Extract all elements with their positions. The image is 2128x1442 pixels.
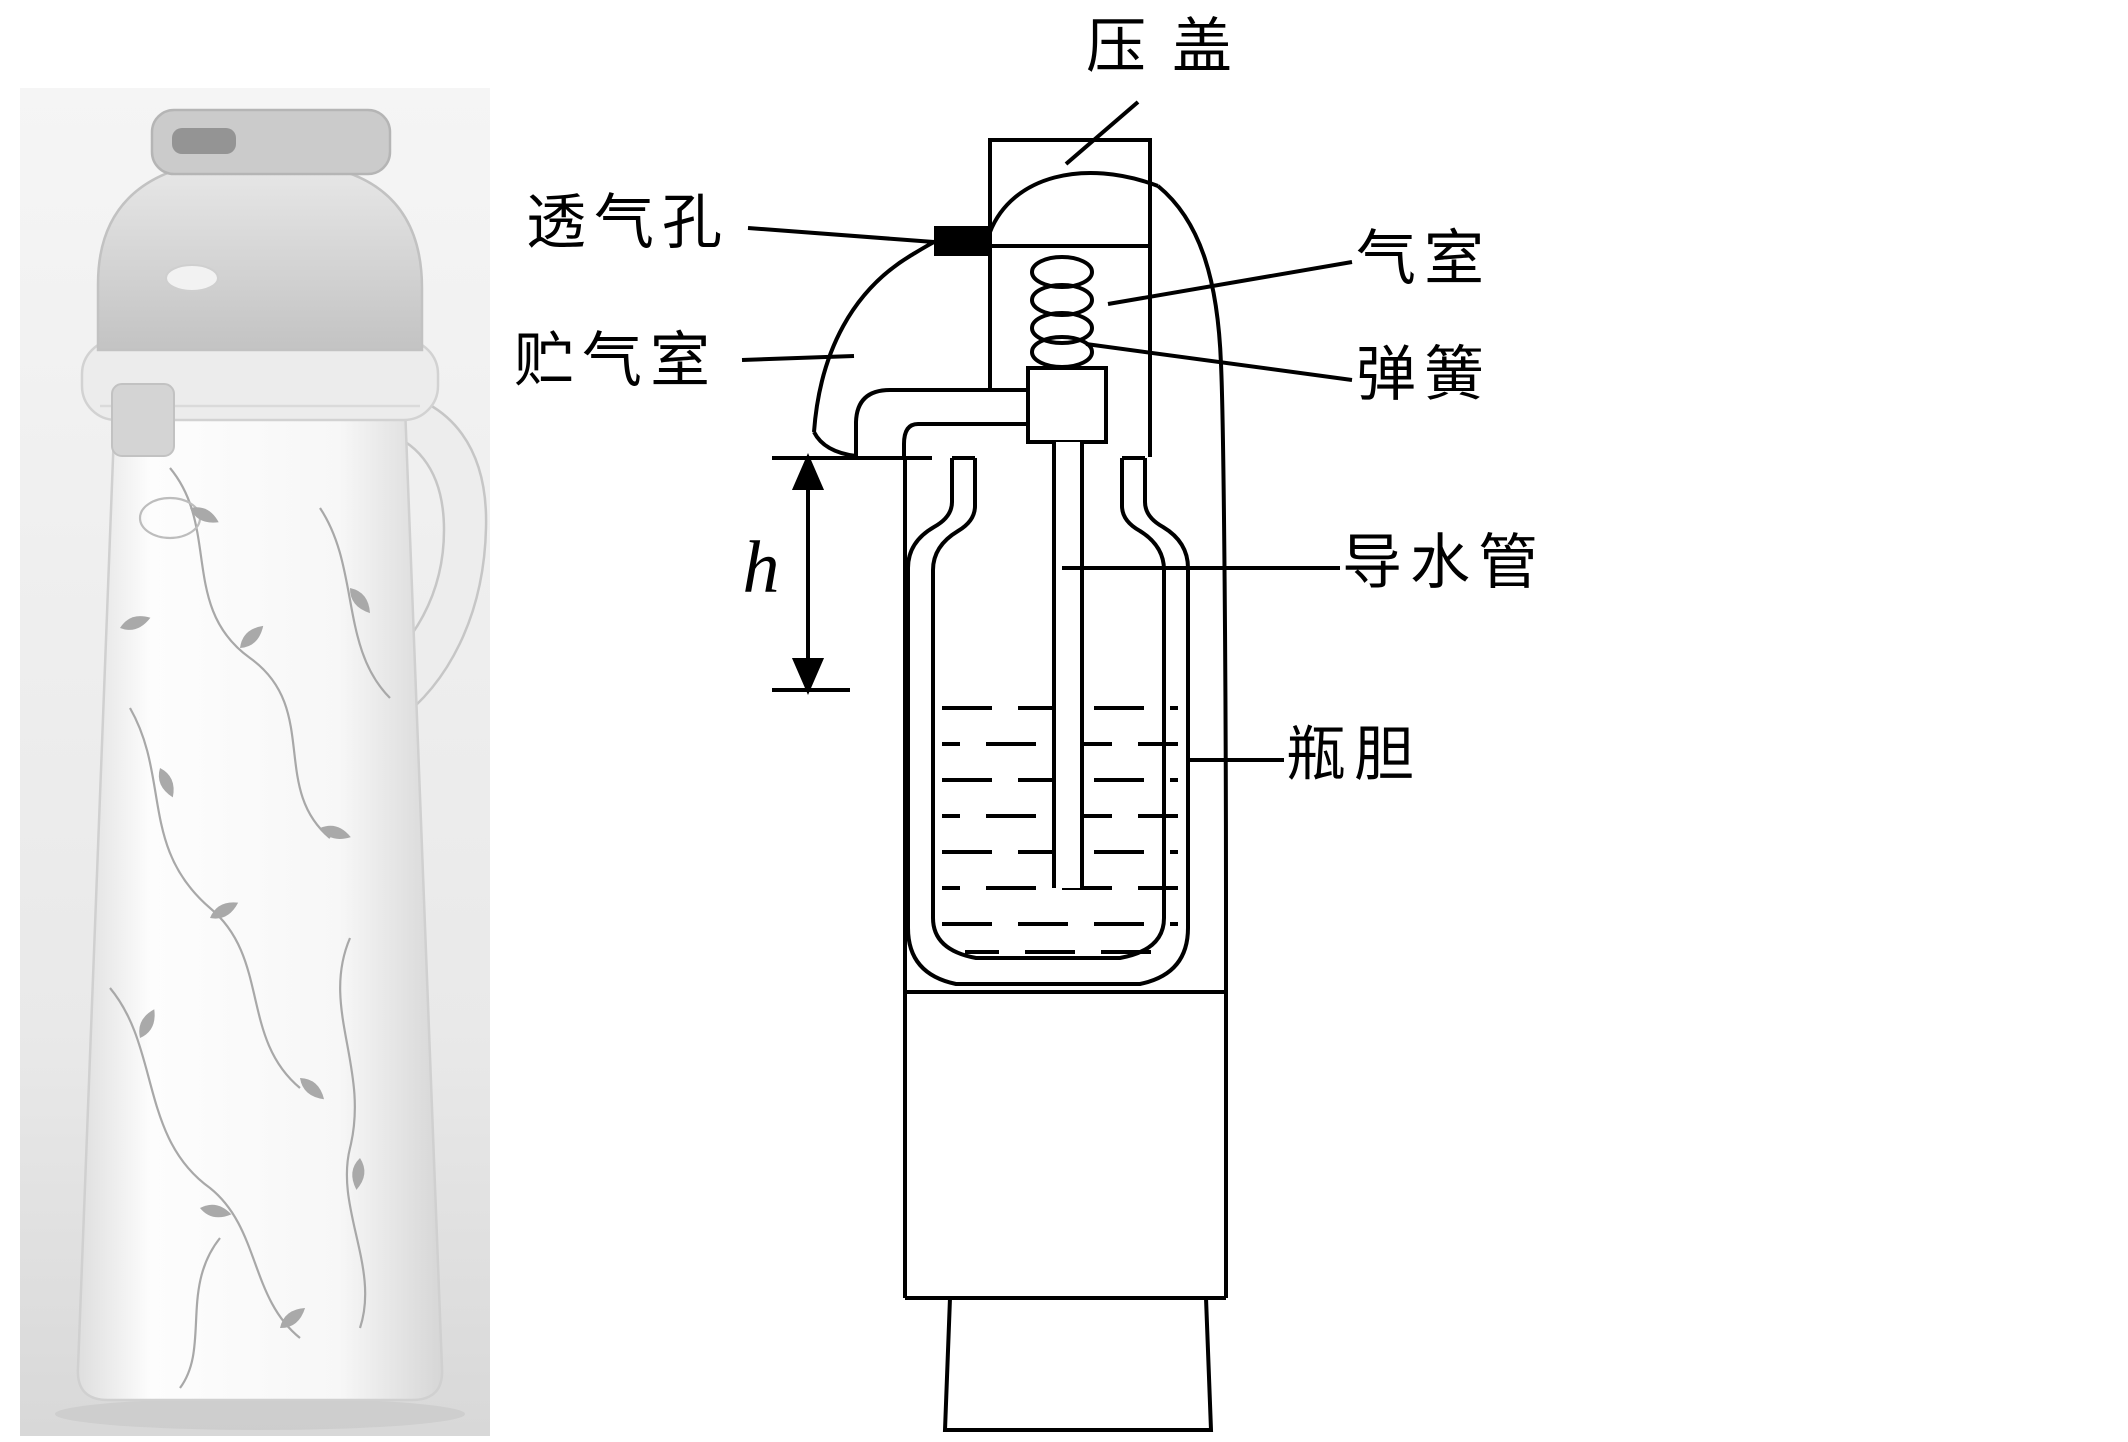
diagram-linework [741,100,1353,1432]
label-air-vent: 透气孔 [526,190,730,256]
h-dimension-arrow [772,452,932,696]
label-spring: 弹簧 [1356,342,1492,408]
thermos-photo-art [20,88,490,1436]
leader-spring [1085,342,1353,382]
thermos-body [76,404,444,1402]
leader-press-cap [1064,100,1140,166]
spout-cover [111,383,175,457]
stopper-box [1026,366,1108,444]
spring-coil [1030,255,1094,369]
label-flask-liner: 瓶胆 [1286,722,1422,788]
leader-air-chamber [1107,260,1353,306]
water-tube [1052,442,1084,888]
leader-air-storage [741,354,855,362]
thermos-photo [20,88,490,1436]
floor-shadow [55,1398,465,1430]
spout-pipe [812,388,1028,458]
label-water-pipe: 导水管 [1342,530,1546,596]
leader-air-vent [747,226,935,244]
floral-pattern [109,467,391,1389]
leader-lines [741,100,1353,762]
label-air-storage: 贮气室 [514,328,718,394]
pump-lever-slot [172,128,236,154]
vent-hole [934,226,992,256]
flask-outline [906,456,1190,986]
pump-lever [150,108,392,176]
label-air-chamber: 气室 [1356,226,1492,292]
label-press-cap: 压盖 [1086,14,1258,80]
base-plinth [942,1297,1214,1432]
cap-button [165,264,219,292]
label-height-h: h [742,527,780,609]
